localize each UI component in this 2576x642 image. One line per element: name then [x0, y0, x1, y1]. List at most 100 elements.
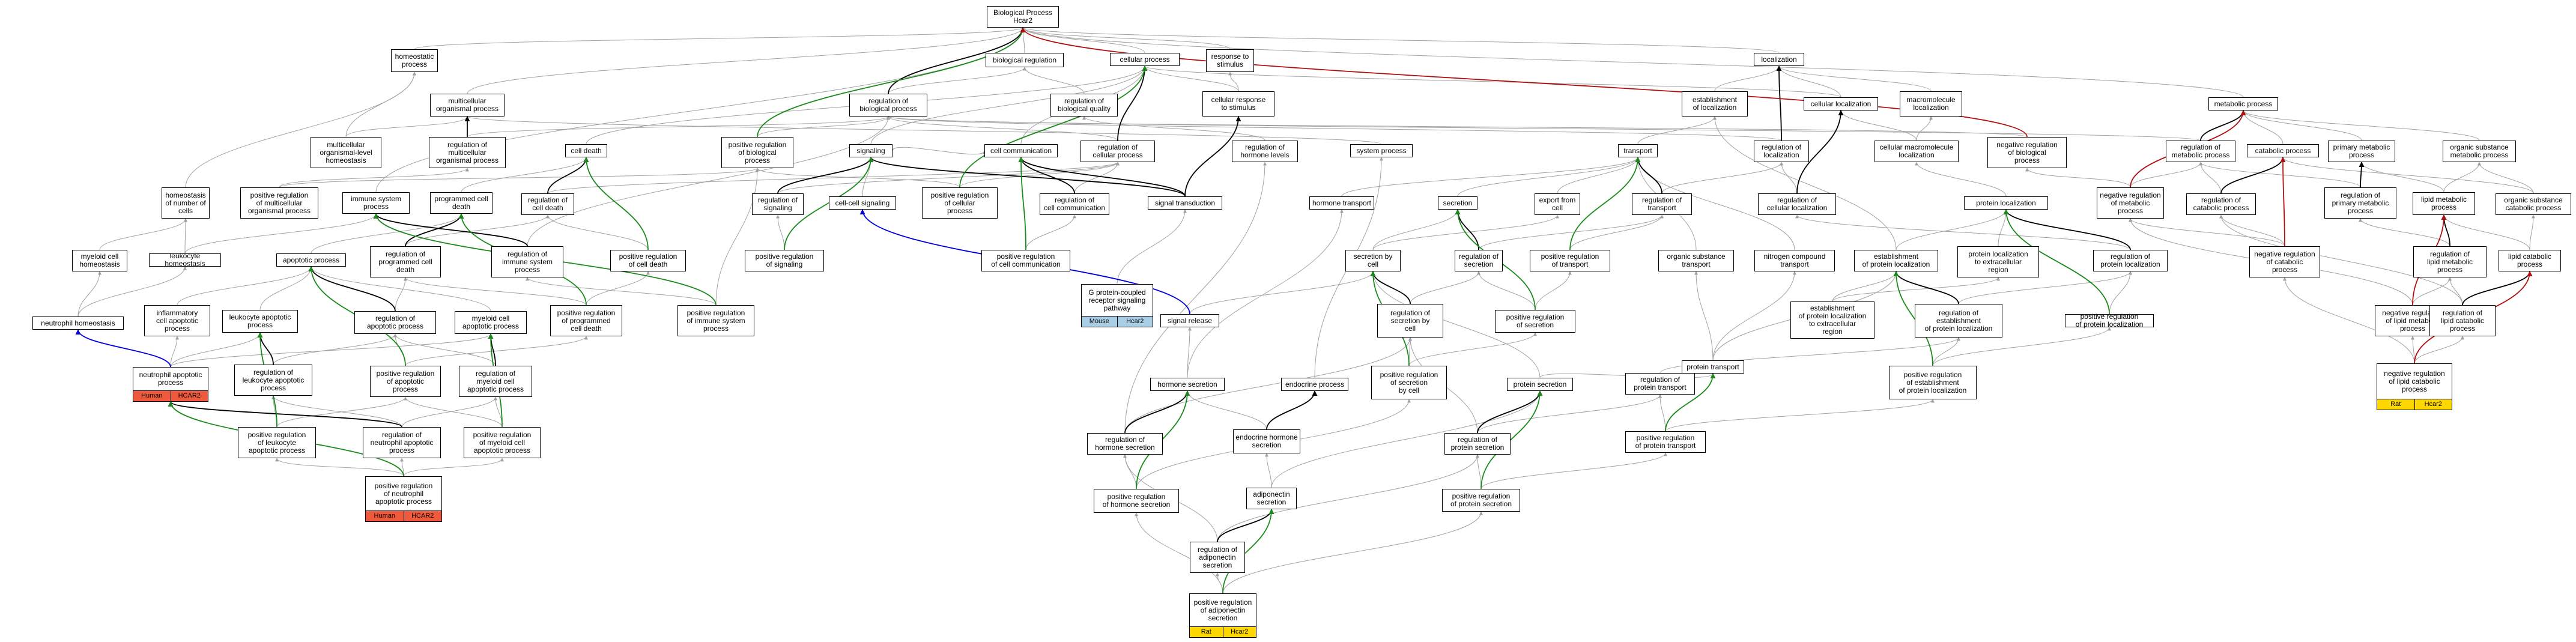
go-term-node[interactable]: negative regulation of lipid catabolic p… [2377, 363, 2452, 410]
go-term-node[interactable]: protein localization to extracellular re… [1957, 246, 2039, 277]
go-term-node[interactable]: regulation of lipid metabolic process [2413, 246, 2487, 277]
go-term-node[interactable]: hormone transport [1309, 196, 1374, 210]
go-term-node[interactable]: primary metabolic process [2328, 141, 2395, 162]
go-term-node[interactable]: cellular response to stimulus [1202, 91, 1274, 117]
go-term-node[interactable]: regulation of primary metabolic process [2324, 187, 2396, 219]
go-term-node[interactable]: Biological Process Hcar2 [987, 6, 1059, 28]
go-term-node[interactable]: negative regulation of metabolic process [2097, 187, 2164, 219]
go-term-node[interactable]: G protein-coupled receptor signaling pat… [1081, 284, 1153, 327]
go-term-node[interactable]: protein transport [1682, 360, 1744, 374]
go-term-node[interactable]: cellular localization [1804, 97, 1878, 111]
go-term-node[interactable]: positive regulation of neutrophil apopto… [365, 476, 442, 522]
go-term-node[interactable]: homeostasis of number of cells [162, 187, 210, 219]
go-term-node[interactable]: regulation of signaling [752, 193, 804, 215]
go-term-node[interactable]: biological regulation [986, 53, 1064, 67]
go-term-node[interactable]: multicellular organismal process [430, 94, 505, 117]
go-term-node[interactable]: regulation of cell communication [1040, 193, 1109, 215]
go-term-node[interactable]: lipid catabolic process [2499, 250, 2561, 271]
go-term-node[interactable]: regulation of secretion by cell [1377, 304, 1443, 338]
go-term-node[interactable]: positive regulation of cell communicatio… [981, 250, 1070, 271]
go-term-node[interactable]: positive regulation of protein transport [1625, 431, 1706, 453]
go-term-node[interactable]: leukocyte homeostasis [149, 252, 221, 268]
go-term-node[interactable]: regulation of multicellular organismal p… [429, 137, 506, 168]
go-term-node[interactable]: nitrogen compound transport [1754, 250, 1835, 271]
go-term-node[interactable]: system process [1350, 144, 1413, 157]
go-term-node[interactable]: signal transduction [1148, 196, 1222, 210]
go-term-node[interactable]: homeostatic process [391, 49, 438, 72]
go-term-node[interactable]: positive regulation of transport [1530, 250, 1610, 271]
go-term-node[interactable]: regulation of hormone secretion [1087, 433, 1163, 455]
go-term-node[interactable]: regulation of biological quality [1050, 94, 1118, 117]
go-term-node[interactable]: positive regulation of protein secretion [1442, 489, 1520, 512]
go-term-node[interactable]: regulation of hormone levels [1232, 141, 1298, 162]
go-term-node[interactable]: cellular macromolecule localization [1874, 141, 1959, 162]
go-term-node[interactable]: positive regulation of apoptotic process [370, 366, 441, 397]
go-term-node[interactable]: regulation of adiponectin secretion [1190, 542, 1245, 573]
go-term-node[interactable]: macromolecule localization [1900, 91, 1962, 117]
go-term-node[interactable]: regulation of immune system process [491, 246, 563, 277]
go-term-node[interactable]: cell-cell signaling [829, 196, 896, 210]
go-term-node[interactable]: positive regulation of cell death [610, 250, 686, 271]
go-term-node[interactable]: positive regulation of immune system pro… [677, 305, 754, 336]
go-term-node[interactable]: positive regulation of establishment of … [1889, 366, 1977, 399]
go-term-node[interactable]: lipid metabolic process [2413, 192, 2475, 215]
go-term-node[interactable]: leukocyte apoptotic process [222, 310, 298, 333]
go-term-node[interactable]: response to stimulus [1206, 49, 1254, 72]
go-term-node[interactable]: organic substance catabolic process [2496, 193, 2571, 215]
go-term-node[interactable]: regulation of localization [1754, 141, 1809, 162]
go-term-node[interactable]: positive regulation of signaling [745, 250, 824, 271]
go-term-node[interactable]: apoptotic process [276, 253, 346, 267]
go-term-node[interactable]: positive regulation of secretion [1495, 310, 1575, 333]
go-term-node[interactable]: regulation of apoptotic process [354, 311, 436, 334]
go-term-node[interactable]: hormone secretion [1150, 378, 1225, 391]
go-term-node[interactable]: positive regulation of secretion by cell [1371, 366, 1447, 399]
go-term-node[interactable]: secretion by cell [1345, 250, 1401, 271]
go-term-node[interactable]: positive regulation of multicellular org… [240, 187, 318, 219]
go-term-node[interactable]: establishment of protein localization [1854, 250, 1938, 271]
go-term-node[interactable]: regulation of establishment of protein l… [1915, 304, 2002, 338]
go-term-node[interactable]: negative regulation of catabolic process [2249, 246, 2320, 277]
go-term-node[interactable]: catabolic process [2247, 144, 2319, 157]
go-term-node[interactable]: cellular process [1110, 53, 1180, 66]
go-term-node[interactable]: myeloid cell homeostasis [72, 250, 127, 271]
go-term-node[interactable]: regulation of neutrophil apoptotic proce… [363, 427, 441, 458]
go-term-node[interactable]: regulation of myeloid cell apoptotic pro… [459, 366, 532, 397]
go-term-node[interactable]: negative regulation of biological proces… [1987, 137, 2067, 168]
go-term-node[interactable]: signaling [849, 144, 893, 157]
go-term-node[interactable]: positive regulation of hormone secretion [1094, 489, 1179, 513]
go-term-node[interactable]: metabolic process [2208, 97, 2278, 111]
go-term-node[interactable]: transport [1618, 144, 1658, 157]
go-term-node[interactable]: immune system process [342, 192, 410, 214]
go-term-node[interactable]: cell death [565, 144, 607, 157]
go-term-node[interactable]: myeloid cell apoptotic process [455, 311, 527, 334]
go-term-node[interactable]: endocrine process [1281, 378, 1348, 391]
go-term-node[interactable]: regulation of transport [1632, 193, 1692, 215]
go-term-node[interactable]: inflammatory cell apoptotic process [144, 305, 210, 336]
go-term-node[interactable]: regulation of cellular process [1080, 141, 1155, 162]
go-term-node[interactable]: establishment of localization [1682, 91, 1748, 117]
go-term-node[interactable]: positive regulation of leukocyte apoptot… [238, 427, 316, 458]
go-term-node[interactable]: endocrine hormone secretion [1233, 429, 1300, 453]
go-term-node[interactable]: regulation of leukocyte apoptotic proces… [234, 365, 312, 396]
go-term-node[interactable]: positive regulation of programmed cell d… [550, 305, 622, 336]
go-term-node[interactable]: export from cell [1535, 193, 1580, 215]
go-term-node[interactable]: regulation of cellular localization [1758, 193, 1836, 215]
go-term-node[interactable]: regulation of protein localization [2093, 250, 2168, 271]
go-term-node[interactable]: regulation of catabolic process [2186, 193, 2256, 215]
go-term-node[interactable]: regulation of biological process [849, 94, 927, 117]
go-term-node[interactable]: protein secretion [1507, 378, 1573, 391]
go-term-node[interactable]: protein localization [1964, 196, 2048, 210]
go-term-node[interactable]: regulation of metabolic process [2166, 141, 2235, 162]
go-term-node[interactable]: positive regulation of myeloid cell apop… [464, 427, 541, 458]
go-term-node[interactable]: positive regulation of biological proces… [721, 137, 793, 168]
go-term-node[interactable]: organic substance transport [1658, 250, 1734, 271]
go-term-node[interactable]: localization [1754, 53, 1804, 66]
go-term-node[interactable]: regulation of programmed cell death [370, 246, 441, 277]
go-term-node[interactable]: establishment of protein localization to… [1790, 301, 1874, 339]
go-term-node[interactable]: regulation of protein transport [1625, 373, 1695, 395]
go-term-node[interactable]: cell communication [984, 144, 1058, 157]
go-term-node[interactable]: neutrophil homeostasis [32, 316, 124, 330]
go-term-node[interactable]: adiponectin secretion [1246, 488, 1297, 509]
go-term-node[interactable]: multicellular organismal-level homeostas… [311, 137, 381, 168]
